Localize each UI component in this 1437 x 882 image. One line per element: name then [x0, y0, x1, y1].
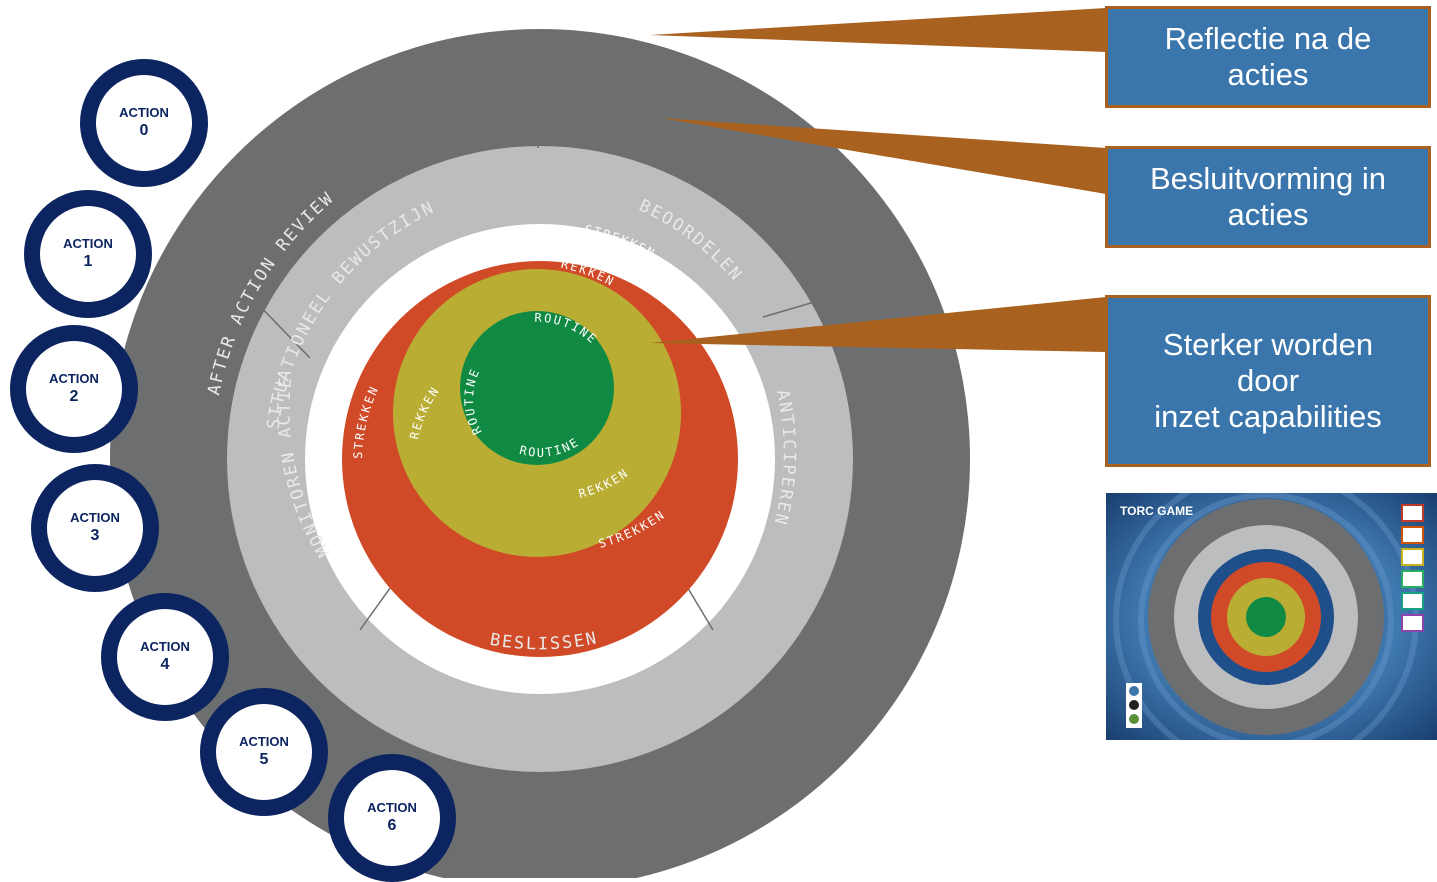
callout-sterker-worden: Sterker worden door inzet capabilities [1105, 295, 1431, 467]
callout-reflectie: Reflectie na de acties [1105, 6, 1431, 108]
action-badge-4[interactable]: ACTION 4 [101, 593, 229, 721]
action-label: ACTION [119, 105, 169, 121]
action-label: ACTION [140, 639, 190, 655]
action-label: ACTION [49, 371, 99, 387]
callout-line: acties [1108, 197, 1428, 233]
thumb-legend [1126, 683, 1142, 728]
action-number: 4 [161, 655, 170, 675]
action-badge-1[interactable]: ACTION 1 [24, 190, 152, 318]
action-badge-2[interactable]: ACTION 2 [10, 325, 138, 453]
action-label: ACTION [70, 510, 120, 526]
callout-line: Reflectie na de [1108, 21, 1428, 57]
action-number: 1 [84, 252, 93, 272]
action-label: ACTION [239, 734, 289, 750]
thumbnail-title: TORC GAME [1120, 504, 1193, 518]
action-label: ACTION [367, 800, 417, 816]
callout-line: acties [1108, 57, 1428, 93]
action-number: 0 [140, 121, 149, 141]
action-number: 3 [91, 526, 100, 546]
action-number: 6 [388, 816, 397, 836]
action-badge-5[interactable]: ACTION 5 [200, 688, 328, 816]
action-badge-6[interactable]: ACTION 6 [328, 754, 456, 882]
action-badge-0[interactable]: ACTION 0 [80, 59, 208, 187]
callout-line: door [1108, 363, 1428, 399]
callout-line: inzet capabilities [1108, 399, 1428, 435]
action-badge-3[interactable]: ACTION 3 [31, 464, 159, 592]
action-number: 5 [260, 750, 269, 770]
callout-line: Besluitvorming in [1108, 161, 1428, 197]
torc-game-thumbnail[interactable]: TORC GAME [1106, 493, 1437, 740]
thumb-routine [1246, 597, 1286, 637]
callout-line: Sterker worden [1108, 327, 1428, 363]
action-number: 2 [70, 387, 79, 407]
callout-besluitvorming: Besluitvorming in acties [1105, 146, 1431, 248]
action-label: ACTION [63, 236, 113, 252]
